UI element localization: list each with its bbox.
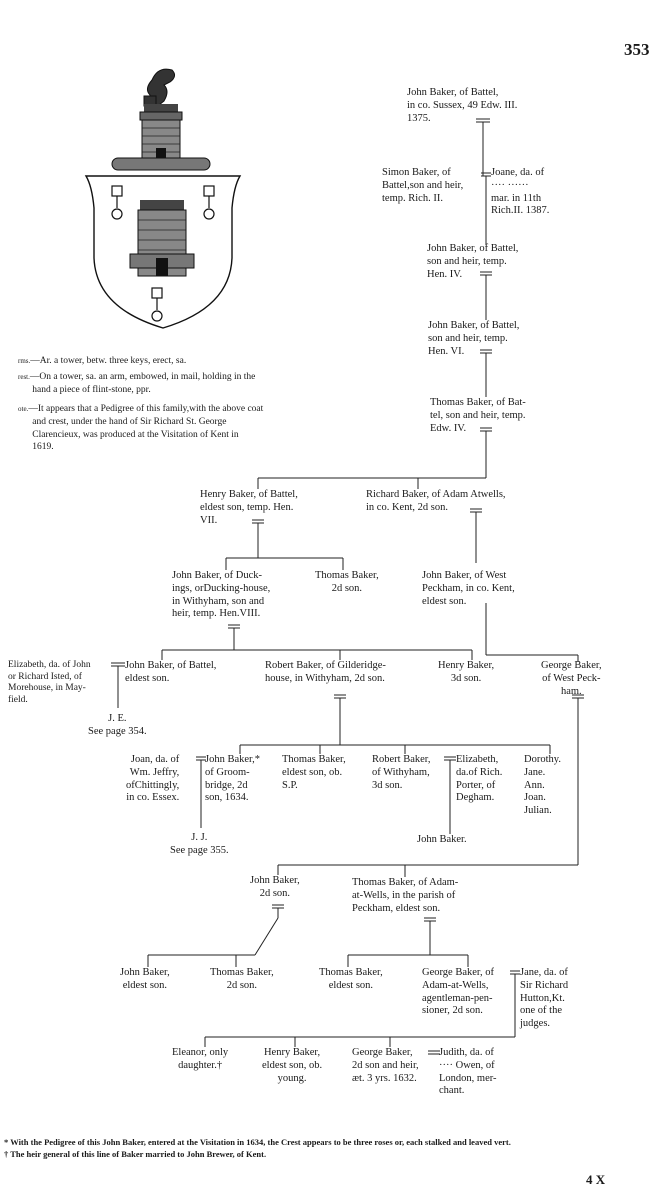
arms-label: rms. [18, 357, 31, 365]
person-henry-baker-ob-young: Henry Baker, eldest son, ob. young. [262, 1047, 323, 1084]
note-label: ote. [18, 405, 29, 413]
person-john-baker-battel-eldest: John Baker, of Battel, eldest son. [125, 660, 217, 684]
person-john-baker-2d: John Baker, 2d son. [250, 875, 300, 899]
person-henry-baker-3d: Henry Baker, 3d son. [438, 660, 495, 684]
person-thomas-baker-adam-wells: Thomas Baker, of Adam- at-Wells, in the … [352, 877, 459, 914]
person-john-baker-duckings: John Baker, of Duck- ings, orDucking-hou… [172, 570, 271, 620]
person-john-baker-hen6: John Baker, of Battel, son and heir, tem… [428, 320, 520, 357]
person-george-baker-pensioner: George Baker, of Adam-at-Wells, agentlem… [422, 967, 494, 1017]
person-jane-hutton: Jane, da. of Sir Richard Hutton,Kt. one … [520, 967, 569, 1030]
person-judith-owen: Judith, da. of ···· Owen, of London, mer… [439, 1047, 497, 1097]
person-john-baker-hen4: John Baker, of Battel, son and heir, tem… [427, 243, 519, 280]
person-elizabeth-porter: Elizabeth, da.of Rich. Porter, of Degham… [456, 754, 503, 804]
person-john-baker-child: John Baker. [417, 834, 467, 845]
person-elizabeth-isted: Elizabeth, da. of John or Richard Isted,… [8, 660, 91, 705]
coat-of-arms-illustration [84, 68, 242, 329]
crest-text: On a tower, sa. an arm, embowed, in mail… [32, 372, 256, 395]
person-eleanor: Eleanor, only daughter.† [172, 1047, 229, 1071]
note-text: It appears that a Pedigree of this famil… [32, 404, 264, 453]
person-thomas-baker-edw4: Thomas Baker, of Bat- tel, son and heir,… [430, 397, 526, 434]
person-thomas-baker-2d-b: Thomas Baker, 2d son. [210, 967, 274, 991]
person-john-baker-west-peckham: John Baker, of West Peckham, in co. Kent… [422, 570, 515, 607]
footnote-asterisk: * With the Pedigree of this John Baker, … [4, 1137, 511, 1147]
person-thomas-baker-2d: Thomas Baker, 2d son. [315, 570, 379, 594]
person-john-baker-groombridge: John Baker,* of Groom- bridge, 2d son, 1… [205, 754, 260, 804]
person-george-baker-1632: George Baker, 2d son and heir, æt. 3 yrs… [352, 1047, 419, 1084]
crest-label: rest. [18, 373, 30, 381]
signature-mark: 4 X [586, 1172, 606, 1187]
cross-reference-je: J. E. See page 354. [88, 713, 147, 737]
key-icon [111, 185, 215, 322]
person-robert-baker-gilderidge: Robert Baker, of Gilderidge- house, in W… [265, 660, 386, 684]
daughters-list: Dorothy. Jane. Ann. Joan. Julian. [524, 754, 561, 817]
person-robert-baker-withyham: Robert Baker, of Withyham, 3d son. [372, 754, 431, 791]
page-number: 353 [624, 40, 650, 59]
cross-reference-jj: J. J. See page 355. [170, 832, 229, 856]
person-john-baker-1375: John Baker, of Battel, in co. Sussex, 49… [407, 87, 518, 124]
person-george-baker-west-peckham: George Baker, of West Peck- ham. [541, 660, 602, 697]
person-thomas-baker-eldest: Thomas Baker, eldest son. [319, 967, 383, 991]
person-joan-jeffry: Joan, da. of Wm. Jeffry, ofChittingly, i… [126, 754, 180, 804]
footnote-dagger: † The heir general of this line of Baker… [4, 1149, 267, 1159]
person-thomas-baker-sp: Thomas Baker, eldest son, ob. S.P. [282, 754, 346, 791]
person-richard-baker-atwells: Richard Baker, of Adam Atwells, in co. K… [366, 489, 506, 513]
person-simon-baker: Simon Baker, of Battel,son and heir, tem… [382, 167, 464, 204]
person-henry-baker-hen7: Henry Baker, of Battel, eldest son, temp… [200, 489, 298, 526]
arms-text: Ar. a tower, betw. three keys, erect, sa… [39, 356, 187, 366]
person-john-baker-eldest: John Baker, eldest son. [120, 967, 170, 991]
shield-tower-icon [129, 200, 195, 277]
crest-tower-icon [111, 104, 211, 171]
person-joane: Joane, da. of ···· ······ mar. in 11th R… [491, 167, 550, 217]
